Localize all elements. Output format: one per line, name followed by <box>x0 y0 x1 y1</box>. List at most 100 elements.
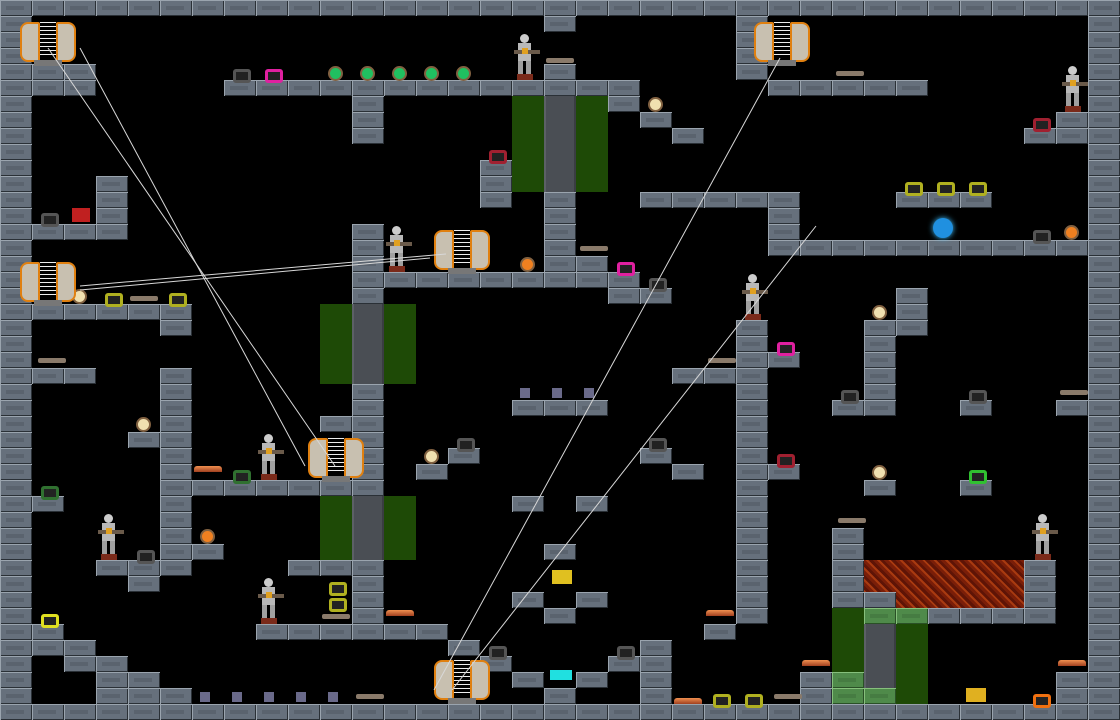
brick-tile <box>864 400 896 416</box>
armor-ring-icon <box>41 486 59 500</box>
brick-tile <box>96 176 128 192</box>
brick-tile <box>896 192 928 208</box>
brick-tile <box>608 80 640 96</box>
brick-tile <box>352 560 384 576</box>
brick-tile <box>192 0 224 16</box>
brick-tile <box>544 256 576 272</box>
armor-ring-icon <box>41 614 59 628</box>
brick-tile <box>416 624 448 640</box>
brick-tile <box>1088 224 1120 240</box>
brick-tile <box>736 608 768 624</box>
brick-tile <box>672 192 704 208</box>
brick-tile <box>960 240 992 256</box>
brick-tile <box>352 576 384 592</box>
brick-tile <box>0 176 32 192</box>
brick-tile <box>800 0 832 16</box>
brick-tile <box>32 304 64 320</box>
brick-tile <box>512 0 544 16</box>
brick-tile <box>736 0 768 16</box>
health-orb-icon <box>1066 227 1077 238</box>
armor-ring-icon <box>41 213 59 227</box>
brick-tile <box>736 560 768 576</box>
brick-tile <box>128 704 160 720</box>
brick-tile <box>736 704 768 720</box>
brick-tile <box>96 672 128 688</box>
brick-tile <box>576 400 608 416</box>
brick-tile <box>64 64 96 80</box>
brick-tile <box>640 112 672 128</box>
brick-tile <box>864 0 896 16</box>
brick-tile <box>0 240 32 256</box>
brick-tile <box>576 592 608 608</box>
brick-tile <box>0 80 32 96</box>
brick-tile <box>736 384 768 400</box>
brick-tile <box>768 80 800 96</box>
brick-tile <box>32 640 64 656</box>
teleporter-icon <box>20 18 76 66</box>
brick-tile <box>352 608 384 624</box>
armor-shard-icon <box>966 688 986 702</box>
brick-tile <box>704 704 736 720</box>
brick-tile <box>544 608 576 624</box>
brick-tile <box>1088 432 1120 448</box>
brick-tile <box>0 528 32 544</box>
brick-tile <box>608 272 640 288</box>
brick-tile <box>352 80 384 96</box>
brick-tile <box>992 0 1024 16</box>
brick-tile <box>544 192 576 208</box>
brick-tile <box>768 464 800 480</box>
brick-tile <box>96 560 128 576</box>
brick-tile <box>1088 528 1120 544</box>
health-orb-icon <box>650 99 661 110</box>
brick-tile <box>160 464 192 480</box>
brick-tile <box>352 128 384 144</box>
ammo-box-icon <box>584 388 594 398</box>
quad-icon <box>552 570 572 584</box>
brick-tile <box>736 448 768 464</box>
brick-tile <box>1056 400 1088 416</box>
jump-pad-icon <box>706 610 734 616</box>
brick-tile <box>736 496 768 512</box>
armor-ring-icon <box>969 390 987 404</box>
brick-tile <box>512 496 544 512</box>
weapon-icon <box>38 358 66 363</box>
brick-tile <box>544 240 576 256</box>
brick-tile <box>896 0 928 16</box>
brick-tile <box>896 704 928 720</box>
health-orb-icon <box>426 68 437 79</box>
brick-tile <box>640 672 672 688</box>
trajectory-line <box>79 253 447 287</box>
brick-tile <box>0 112 32 128</box>
brick-tile <box>736 576 768 592</box>
brick-tile <box>1088 112 1120 128</box>
brick-tile <box>608 656 640 672</box>
brick-tile <box>1088 208 1120 224</box>
brick-tile <box>1056 688 1088 704</box>
brick-tile <box>672 464 704 480</box>
teleporter-icon <box>434 226 490 274</box>
green-brick-tile <box>896 608 928 624</box>
brick-tile <box>288 0 320 16</box>
brick-tile <box>0 432 32 448</box>
brick-tile <box>128 560 160 576</box>
brick-tile <box>224 80 256 96</box>
brick-tile <box>1024 560 1056 576</box>
brick-tile <box>384 704 416 720</box>
jump-pad-icon <box>386 610 414 616</box>
brick-tile <box>640 448 672 464</box>
brick-tile <box>544 80 576 96</box>
brick-tile <box>160 496 192 512</box>
brick-tile <box>768 240 800 256</box>
brick-tile <box>0 688 32 704</box>
brick-tile <box>448 80 480 96</box>
brick-tile <box>192 480 224 496</box>
brick-tile <box>96 0 128 16</box>
brick-tile <box>0 704 32 720</box>
brick-tile <box>864 704 896 720</box>
brick-tile <box>1088 512 1120 528</box>
brick-tile <box>0 640 32 656</box>
brick-tile <box>1088 560 1120 576</box>
brick-tile <box>864 80 896 96</box>
brick-tile <box>320 624 352 640</box>
brick-tile <box>736 192 768 208</box>
